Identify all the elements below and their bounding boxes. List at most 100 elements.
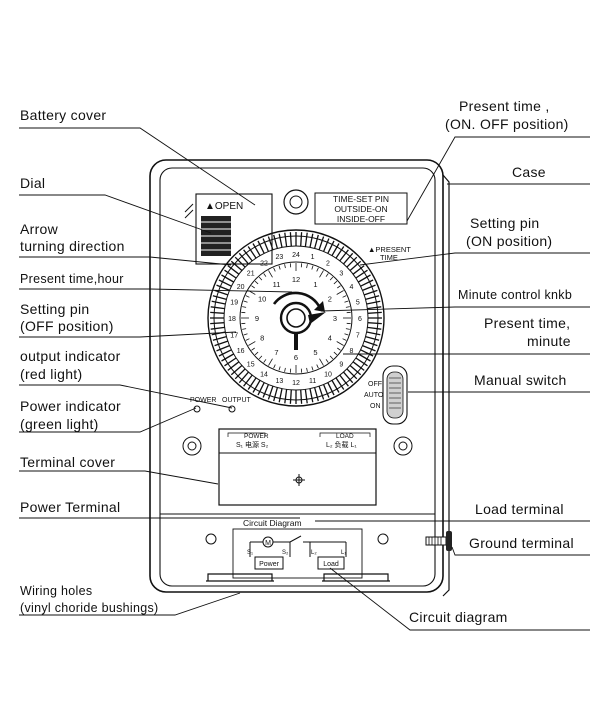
setting-pin — [364, 341, 377, 346]
setting-pin — [368, 323, 382, 324]
setting-pin — [290, 232, 291, 246]
minute-tick — [345, 334, 349, 335]
svg-text:TIME-SET PIN: TIME-SET PIN — [333, 194, 389, 204]
ring-hour-label: 10 — [324, 371, 332, 378]
time-set-pin-box: TIME-SET PIN OUTSIDE-ON INSIDE-OFF — [315, 193, 407, 224]
label-case: Case — [512, 164, 546, 181]
setting-pin — [301, 232, 302, 246]
setting-pin — [274, 235, 278, 249]
ring-hour-label: 16 — [237, 348, 245, 355]
label-battery-cover: Battery cover — [20, 107, 106, 124]
svg-text:AUTO: AUTO — [364, 392, 384, 399]
setting-pin — [212, 301, 226, 304]
setting-pin — [368, 312, 382, 313]
minute-tick — [242, 307, 246, 308]
ring-hour-label: 14 — [260, 371, 268, 378]
dial-hour-label: 10 — [258, 295, 266, 304]
manual-switch[interactable]: OFF AUTO ON — [364, 366, 407, 424]
dial-hour-label: 7 — [274, 348, 278, 357]
setting-pin — [367, 332, 381, 335]
ring-hour-label: 18 — [228, 316, 236, 323]
setting-pin — [366, 296, 380, 300]
ring-hour-label: 22 — [260, 261, 268, 268]
label-load-terminal: Load terminal — [475, 501, 564, 518]
setting-pin — [310, 234, 313, 248]
svg-text:Circuit Diagram: Circuit Diagram — [243, 518, 302, 528]
svg-text:LOAD: LOAD — [336, 433, 354, 440]
hour-pointer — [294, 332, 298, 350]
minute-tick — [317, 365, 319, 369]
svg-text:OFF: OFF — [368, 381, 382, 388]
minute-tick — [248, 342, 255, 346]
minute-tick — [330, 277, 333, 280]
label-minute-control: Minute control knkb — [458, 287, 572, 304]
ring-hour-label: 1 — [311, 254, 315, 261]
dial-hour-label: 3 — [333, 314, 337, 323]
output-led: OUTPUT — [222, 397, 252, 412]
minute-tick — [269, 270, 273, 277]
minute-tick — [252, 348, 255, 350]
setting-pin — [366, 337, 380, 341]
svg-text:ON: ON — [370, 403, 381, 410]
label-present-time-minute-2: minute — [527, 333, 571, 350]
dial-hour-label: 5 — [313, 348, 317, 357]
ring-hour-label: 3 — [339, 271, 343, 278]
open-label: ▲OPEN — [205, 201, 243, 212]
minute-tick — [244, 334, 248, 335]
svg-text:L₁: L₁ — [341, 550, 346, 556]
setting-pin — [367, 327, 381, 329]
setting-pin — [290, 390, 291, 404]
label-setting-pin-off-2: (OFF position) — [20, 318, 114, 335]
dial-hour-label: 9 — [255, 314, 259, 323]
label-output-indicator-1: output indicator — [20, 348, 121, 365]
minute-tick — [259, 277, 262, 280]
ring-hour-label: 17 — [230, 333, 238, 340]
label-output-indicator-2: (red light) — [20, 366, 82, 383]
minute-tick — [330, 356, 333, 359]
minute-tick — [274, 268, 276, 272]
ground-screw — [426, 531, 452, 551]
minute-tick — [317, 268, 319, 272]
side-screws — [183, 437, 412, 455]
minute-tick — [326, 274, 328, 277]
ring-hour-label: 20 — [237, 284, 245, 291]
dial-hour-label: 6 — [294, 353, 298, 362]
label-ground-terminal: Ground terminal — [469, 535, 574, 552]
label-power-terminal: Power Terminal — [20, 499, 120, 516]
svg-text:S₁ 电源 S₂: S₁ 电源 S₂ — [236, 440, 269, 449]
minute-tick — [246, 296, 250, 298]
label-circuit-diagram: Circuit diagram — [409, 609, 508, 626]
label-arrow-turning-2: turning direction — [20, 238, 125, 255]
dial-hour-label: 4 — [328, 334, 332, 343]
setting-pin — [324, 239, 329, 252]
label-setting-pin-on-1: Setting pin — [470, 215, 539, 232]
dial-hour-label: 11 — [273, 280, 281, 289]
ring-hour-label: 23 — [276, 254, 284, 261]
minute-tick — [343, 296, 347, 298]
svg-text:S₂: S₂ — [282, 550, 289, 556]
setting-pin — [324, 385, 329, 398]
ring-hour-label: 5 — [356, 299, 360, 306]
label-wiring-holes-1: Wiring holes — [20, 583, 92, 600]
minute-tick — [242, 329, 246, 330]
ring-hour-label: 11 — [309, 378, 316, 385]
svg-text:S₁: S₁ — [247, 550, 253, 556]
minute-tick — [246, 339, 250, 341]
minute-tick — [279, 266, 280, 270]
minute-tick — [346, 329, 350, 330]
minute-tick — [259, 356, 262, 359]
label-manual-switch: Manual switch — [474, 372, 567, 389]
minute-tick — [337, 291, 344, 295]
top-screw — [284, 190, 308, 214]
setting-pin — [217, 285, 230, 290]
power-led: POWER — [190, 397, 216, 412]
setting-pin — [279, 389, 282, 403]
dial-hour-label: 1 — [313, 280, 317, 289]
setting-pin — [315, 235, 319, 249]
setting-pin — [285, 233, 287, 247]
minute-tick — [264, 359, 266, 362]
setting-pin — [217, 346, 230, 351]
label-terminal-cover: Terminal cover — [20, 454, 115, 471]
